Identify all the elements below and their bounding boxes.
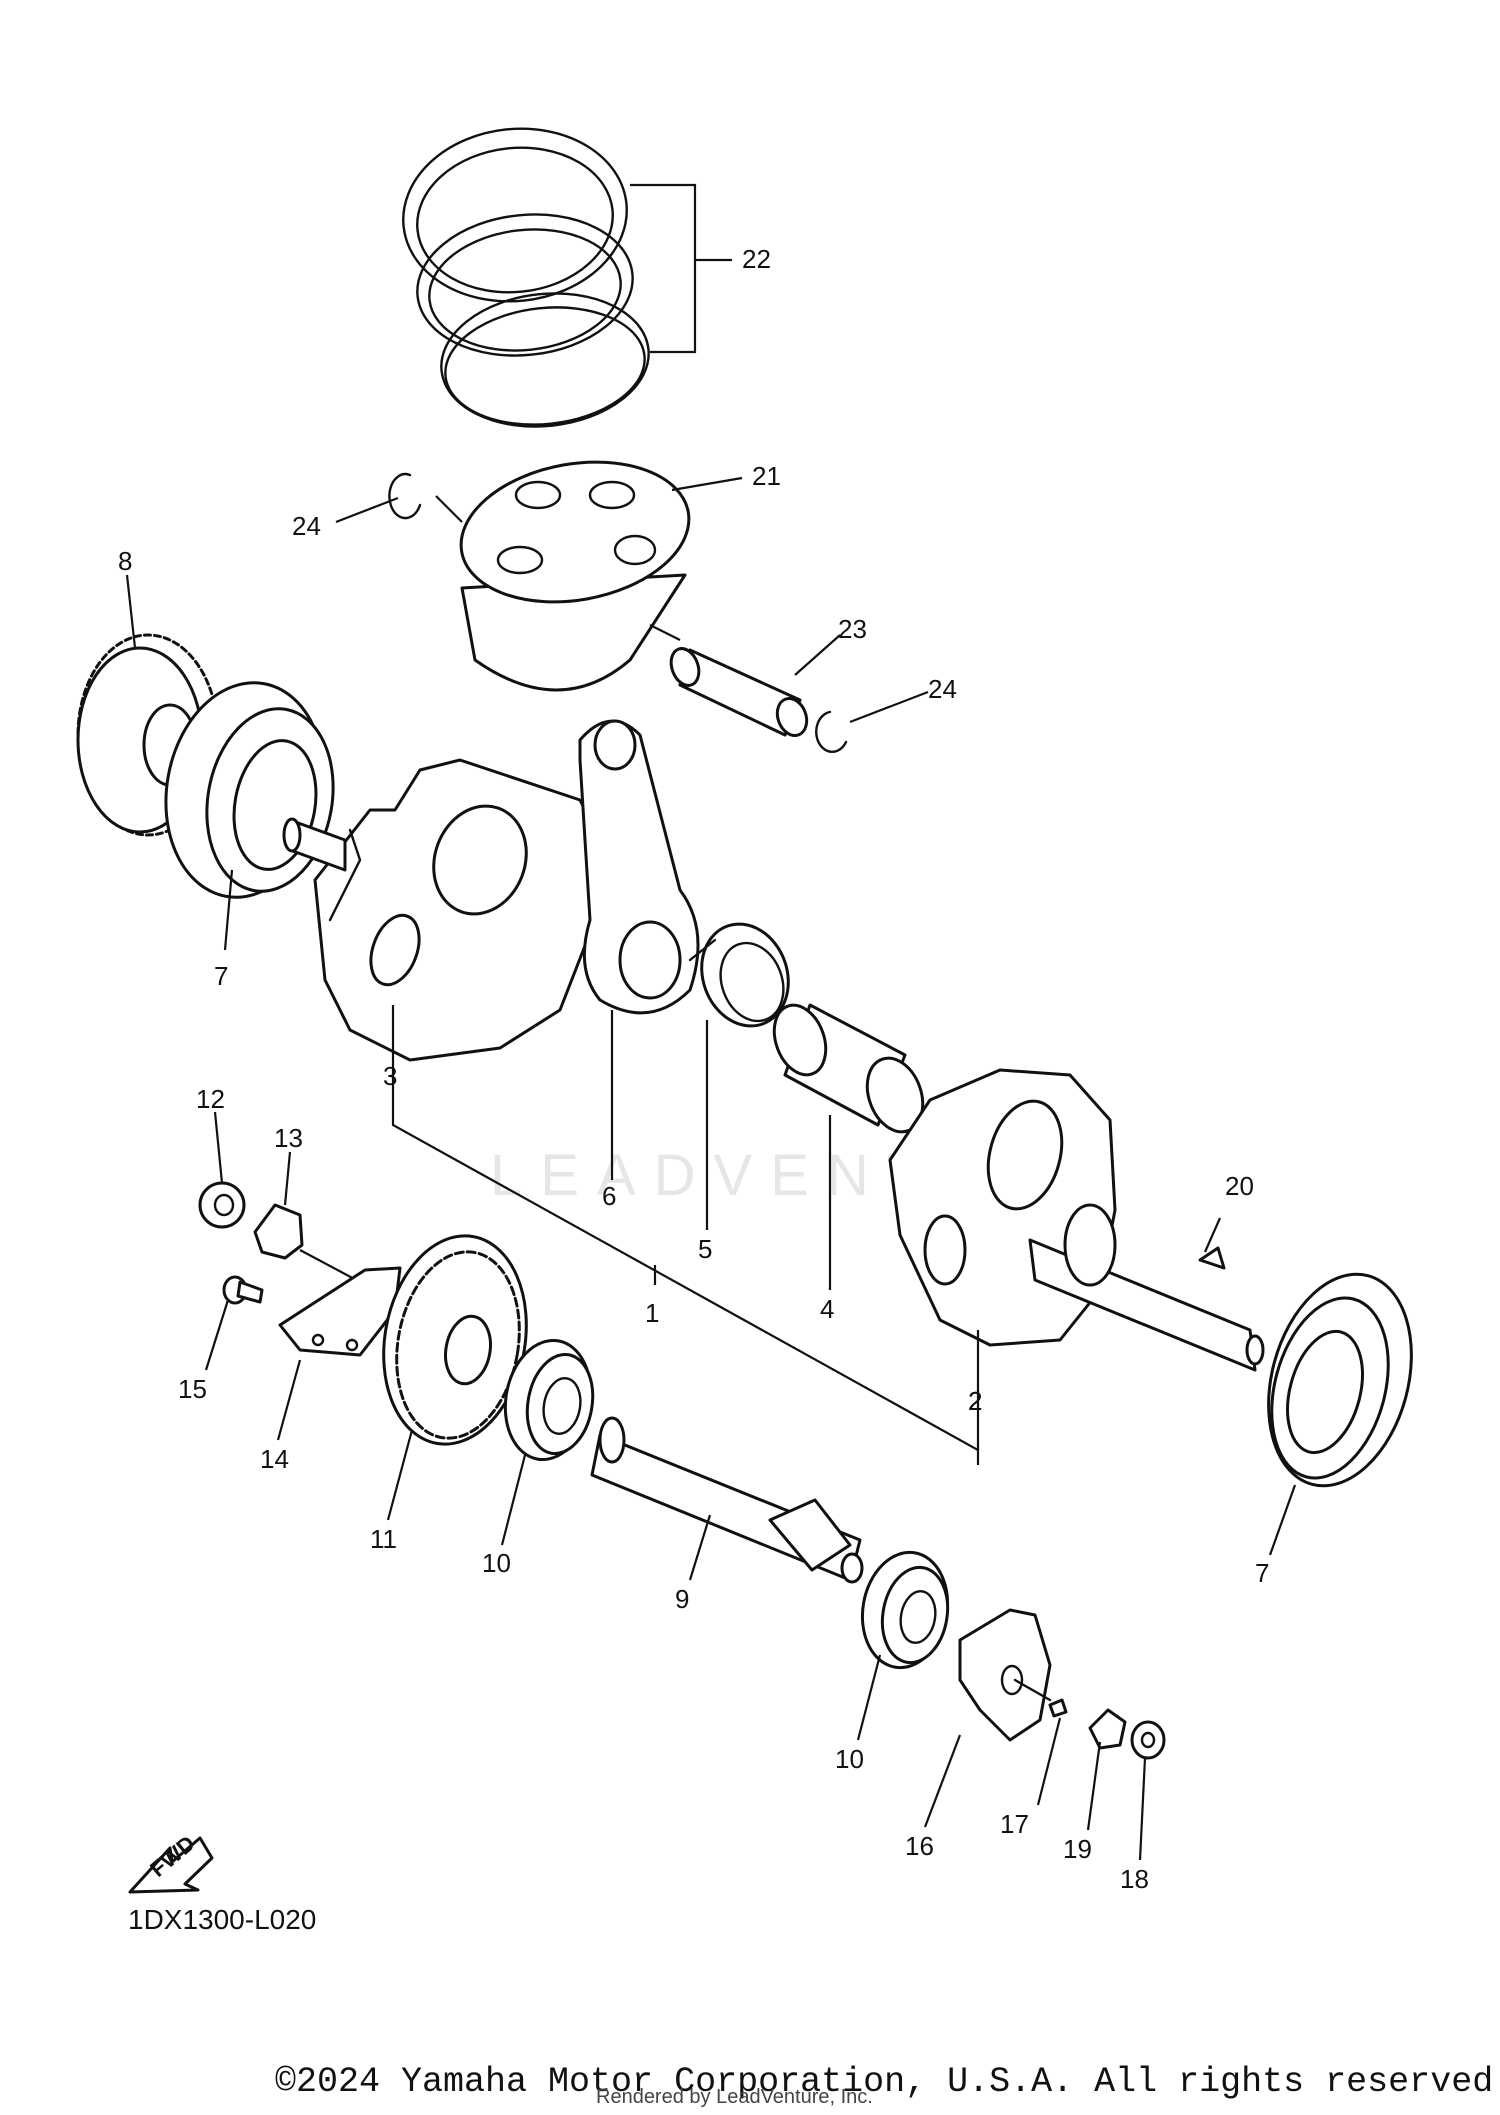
copyright-notice: ©2024 Yamaha Motor Corporation, U.S.A. A… bbox=[275, 2062, 1500, 2102]
bolt[interactable] bbox=[222, 1275, 264, 1305]
needle-bearing[interactable] bbox=[688, 912, 803, 1038]
balancer-bearing-right[interactable] bbox=[854, 1546, 957, 1675]
callout-5: 5 bbox=[698, 1234, 712, 1264]
callout-7: 7 bbox=[214, 961, 228, 991]
callout-11: 11 bbox=[370, 1524, 397, 1554]
crank-web-right[interactable] bbox=[888, 1068, 1265, 1372]
callout-14: 14 bbox=[260, 1444, 289, 1474]
callout-19: 19 bbox=[1063, 1834, 1092, 1864]
balancer-nut-right[interactable] bbox=[1130, 1720, 1166, 1760]
callout-6: 6 bbox=[602, 1181, 616, 1211]
callout-22: 22 bbox=[742, 244, 771, 274]
callout-17: 17 bbox=[1000, 1809, 1029, 1839]
callout-13: 13 bbox=[274, 1123, 303, 1153]
rendered-by-notice: Rendered by LeadVenture, Inc. bbox=[596, 2086, 873, 2108]
callout-12: 12 bbox=[196, 1084, 225, 1114]
callout-9: 9 bbox=[675, 1584, 689, 1614]
callout-7: 7 bbox=[1255, 1558, 1269, 1588]
lock-washer-right[interactable] bbox=[1088, 1708, 1127, 1750]
balancer-shaft[interactable] bbox=[590, 1416, 864, 1584]
circlip-left[interactable] bbox=[388, 472, 422, 520]
callout-20: 20 bbox=[1225, 1171, 1254, 1201]
callout-21: 21 bbox=[752, 461, 781, 491]
connecting-rod[interactable] bbox=[578, 719, 700, 1015]
crank-bearing-right[interactable] bbox=[1246, 1258, 1433, 1502]
callout-10: 10 bbox=[835, 1744, 864, 1774]
callout-24: 24 bbox=[292, 511, 321, 541]
crank-web-left[interactable] bbox=[282, 758, 602, 1062]
callout-3: 3 bbox=[383, 1061, 397, 1091]
callout-10: 10 bbox=[482, 1548, 511, 1578]
woodruff-key[interactable] bbox=[1198, 1246, 1226, 1270]
piston-rings[interactable] bbox=[395, 118, 656, 437]
balancer-weight-left[interactable] bbox=[278, 1266, 402, 1357]
piston-pin[interactable] bbox=[666, 645, 811, 740]
balancer-weight-right[interactable] bbox=[958, 1608, 1052, 1742]
balancer-key[interactable] bbox=[1048, 1698, 1068, 1718]
callout-16: 16 bbox=[905, 1831, 934, 1861]
callout-4: 4 bbox=[820, 1294, 834, 1324]
crank-pin[interactable] bbox=[765, 998, 932, 1140]
callout-23: 23 bbox=[838, 614, 867, 644]
balancer-bearing-left[interactable] bbox=[496, 1334, 600, 1467]
callout-2: 2 bbox=[968, 1386, 982, 1416]
piston[interactable] bbox=[450, 445, 700, 692]
balancer-drive-gear[interactable] bbox=[368, 1224, 542, 1455]
fwd-arrow-icon: FWD bbox=[128, 1830, 214, 1894]
callout-2: 2 bbox=[968, 1386, 982, 1416]
callout-8: 8 bbox=[118, 546, 132, 576]
circlip-right[interactable] bbox=[815, 710, 848, 753]
callout-15: 15 bbox=[178, 1374, 207, 1404]
diagram-code: 1DX1300-L020 bbox=[128, 1904, 317, 1935]
lock-washer-left[interactable] bbox=[253, 1203, 304, 1260]
callout-18: 18 bbox=[1120, 1864, 1149, 1894]
balancer-nut-left[interactable] bbox=[198, 1181, 246, 1229]
callout-1: 1 bbox=[645, 1298, 659, 1328]
callout-24: 24 bbox=[928, 674, 957, 704]
